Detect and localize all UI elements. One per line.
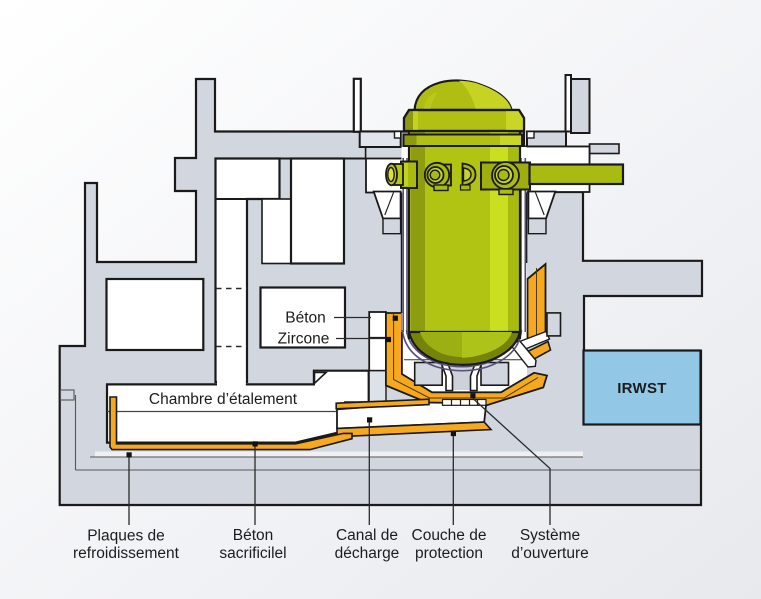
svg-text:Béton: Béton: [233, 527, 274, 544]
svg-text:sacrificilel: sacrificilel: [219, 545, 286, 562]
svg-text:refroidissement: refroidissement: [73, 545, 180, 562]
svg-text:protection: protection: [415, 545, 483, 562]
svg-text:Couche de: Couche de: [412, 527, 487, 544]
svg-text:IRWST: IRWST: [617, 380, 667, 397]
svg-text:Plaques de: Plaques de: [87, 528, 165, 545]
svg-text:décharge: décharge: [335, 545, 400, 562]
svg-text:Chambre d’étalement: Chambre d’étalement: [149, 391, 298, 408]
svg-text:Zircone: Zircone: [278, 331, 330, 348]
svg-text:d’ouverture: d’ouverture: [511, 545, 589, 562]
svg-text:Béton: Béton: [285, 310, 326, 327]
svg-text:Système: Système: [520, 527, 580, 544]
svg-text:Canal de: Canal de: [336, 527, 398, 544]
